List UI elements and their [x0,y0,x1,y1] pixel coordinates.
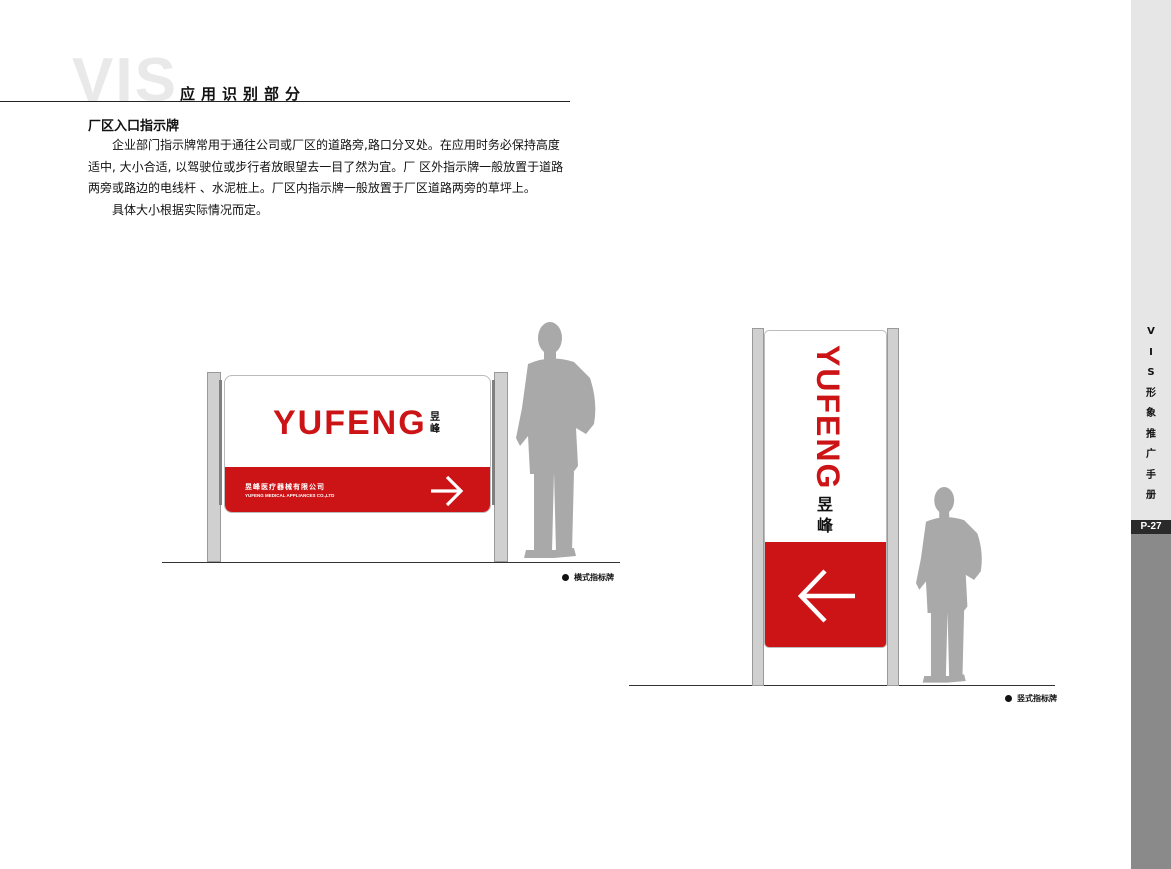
sign-brand-text: YUFENG [810,345,846,491]
sidebar-letter: 册 [1146,490,1156,501]
sign-brand-cn-char: 峰 [430,424,440,435]
company-name-cn: 昱峰医疗器械有限公司 [245,483,325,491]
sign-brand-cn: 昱 峰 [817,494,833,536]
sign-brand-text: YUFENG [273,404,427,442]
sidebar-letter: 形 [1146,387,1156,399]
company-name-en: YUFENG MEDICAL APPLIANCES CO.,LTD [245,493,335,498]
page-number-badge: P-27 [1131,520,1171,534]
sign-brand-cn-char: 昱 [817,495,834,514]
caption-text: 横式指标牌 [574,573,614,582]
vertical-sign: YUFENG 昱 峰 [764,330,887,648]
sign-post-left-edge [219,380,222,505]
description-text: 企业部门指示牌常用于通往公司或厂区的道路旁,路口分叉处。在应用时务必保持高度适中… [88,135,566,221]
sidebar-letter: V [1147,326,1155,337]
vis-watermark: VIS [72,46,178,115]
sidebar-letter: I [1149,346,1153,358]
sign-brand-cn-char: 昱 [430,412,440,423]
person-silhouette-right [916,486,982,683]
sign-post-right-edge [492,380,495,505]
description-paragraph-1: 企业部门指示牌常用于通往公司或厂区的道路旁,路口分叉处。在应用时务必保持高度适中… [88,138,564,195]
arrow-right-icon [431,475,464,507]
sidebar-vertical-title: V I S 形 象 推 广 手 册 [1131,322,1171,507]
sidebar-letter: 手 [1146,469,1156,481]
sidebar-letter: 象 [1146,408,1156,419]
description-paragraph-2: 具体大小根据实际情况而定。 [112,202,269,217]
sign-post-left [752,328,764,686]
horizontal-sign: YUFENG 昱 峰 昱峰医疗器械有限公司 YUFENG MEDICAL APP… [224,375,491,513]
sign-brand-cn: 昱 峰 [430,412,440,436]
header-divider [0,101,570,102]
section-title: 厂区入口指示牌 [88,119,180,134]
caption-vertical-sign: 竖式指标牌 [1005,693,1057,704]
sidebar-letter: 推 [1146,428,1156,440]
bullet-dot [562,574,569,581]
sidebar-letter: S [1147,367,1155,378]
ground-line-right [629,685,1055,686]
page-title: 应用识别部分 [180,85,307,103]
bullet-dot [1005,695,1012,702]
sidebar-letter: 广 [1146,449,1156,460]
caption-horizontal-sign: 横式指标牌 [562,572,614,583]
sign-brand-cn-char: 峰 [817,516,834,535]
ground-line-left [162,562,620,563]
sidebar [1131,0,1171,869]
caption-text: 竖式指标牌 [1017,694,1057,703]
sign-post-right [494,372,508,562]
arrow-left-icon [797,569,855,623]
sign-post-right [887,328,899,686]
person-silhouette-left [516,322,596,558]
